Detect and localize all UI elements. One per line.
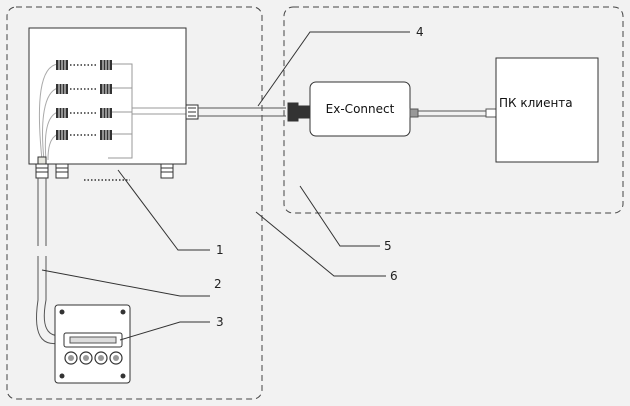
interface-cable bbox=[185, 102, 311, 122]
cable-glands bbox=[35, 156, 174, 179]
callout-1: 1 bbox=[216, 243, 224, 257]
ex-connect-label: Ex-Connect bbox=[326, 102, 395, 116]
ex-connect-device: Ex-Connect bbox=[309, 81, 411, 137]
client-pc-label: ПК клиента bbox=[499, 96, 573, 110]
junction-box bbox=[28, 27, 187, 181]
callout-6: 6 bbox=[390, 269, 398, 283]
callout-3: 3 bbox=[216, 315, 224, 329]
leader-lines bbox=[41, 31, 410, 341]
usb-cable bbox=[409, 108, 497, 118]
callout-4: 4 bbox=[416, 25, 424, 39]
callout-2: 2 bbox=[214, 277, 222, 291]
safe-zone-boundary bbox=[283, 6, 624, 214]
callout-5: 5 bbox=[384, 239, 392, 253]
client-pc: ПК клиента bbox=[495, 57, 599, 163]
controller-device bbox=[54, 304, 131, 384]
